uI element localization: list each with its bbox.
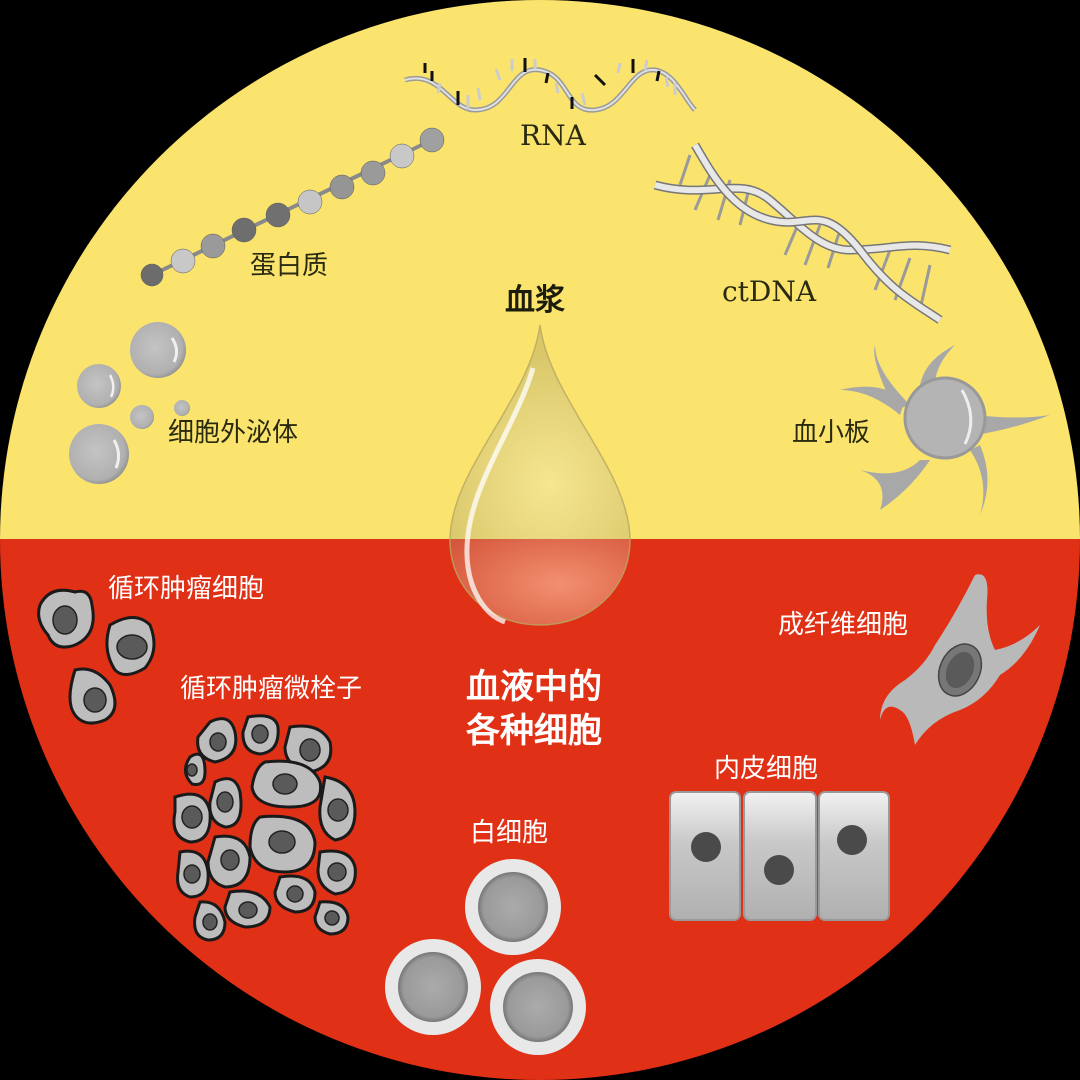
- protein-chain-icon: [140, 127, 445, 287]
- plasma-title: 血浆: [505, 283, 565, 318]
- platelet-label: 血小板: [792, 418, 871, 448]
- ctdna-label: ctDNA: [722, 275, 817, 308]
- rna-label: RNA: [520, 119, 586, 152]
- protein-label: 蛋白质: [250, 251, 329, 281]
- rna-strand-icon: [404, 58, 697, 113]
- exosome-label: 细胞外泌体: [168, 418, 299, 448]
- ctdna-helix-icon: [653, 142, 952, 324]
- leukocytes-icon: [385, 859, 586, 1055]
- leukocyte-label: 白细胞: [470, 818, 549, 848]
- cells-title-line1: 血液中的: [466, 667, 602, 707]
- ctc-label: 循环肿瘤细胞: [108, 574, 265, 604]
- blood-droplet-icon: [449, 324, 631, 626]
- endothelial-label: 内皮细胞: [714, 754, 819, 784]
- fibroblast-icon: [880, 574, 1040, 745]
- cells-title-line2: 各种细胞: [466, 711, 602, 751]
- ctm-label: 循环肿瘤微栓子: [180, 674, 363, 704]
- ctc-cells-icon: [37, 588, 156, 725]
- platelet-icon: [840, 345, 1050, 515]
- exosome-bubbles-icon: [69, 322, 190, 484]
- ctm-cluster-icon: [172, 714, 357, 942]
- endothelial-cells-icon: [669, 791, 890, 921]
- fibroblast-label: 成纤维细胞: [778, 610, 909, 640]
